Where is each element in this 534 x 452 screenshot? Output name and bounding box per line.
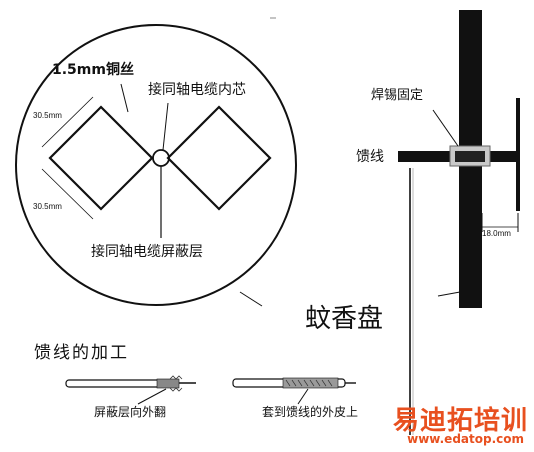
dim-reflector-label: 18.0mm [482,229,511,238]
coil-label: 蚊香盘 [305,304,384,334]
inner-core-label: 接同轴电缆内芯 [148,82,246,98]
leader-step2 [297,388,309,405]
watermark: 易迪拓培训 www.edatop.com [376,398,534,450]
leader-enclosure [239,291,263,307]
dim-line-upper [41,96,94,148]
solder-inner [455,151,485,162]
right-diamond-loop [166,105,272,211]
leader-step1 [137,388,167,405]
cable-step2 [232,377,356,389]
dim-lower-label: 30.5mm [33,202,62,211]
dim-upper-label: 30.5mm [33,111,62,120]
leader-core [162,102,169,151]
enclosure-circle [15,24,297,306]
leader-solder [432,109,459,147]
feeder-label: 馈线 [356,149,384,165]
wire-label: 1.5mm铜丝 [52,62,134,78]
step1-label: 屏蔽层向外翻 [94,405,167,419]
dim-line-lower [41,168,94,220]
left-diamond-loop [48,105,154,211]
watermark-url: www.edatop.com [407,432,524,446]
cable-step1 [65,375,196,392]
leader-wire [120,83,129,113]
shield-label: 接同轴电缆屏蔽层 [91,244,203,260]
watermark-text: 易迪拓培训 [392,406,528,436]
solder-label: 焊锡固定 [371,88,424,103]
feeder-processing-title: 馈线的加工 [34,343,129,363]
leader-coil [437,291,461,297]
step2-label: 套到馈线的外皮上 [262,405,359,419]
